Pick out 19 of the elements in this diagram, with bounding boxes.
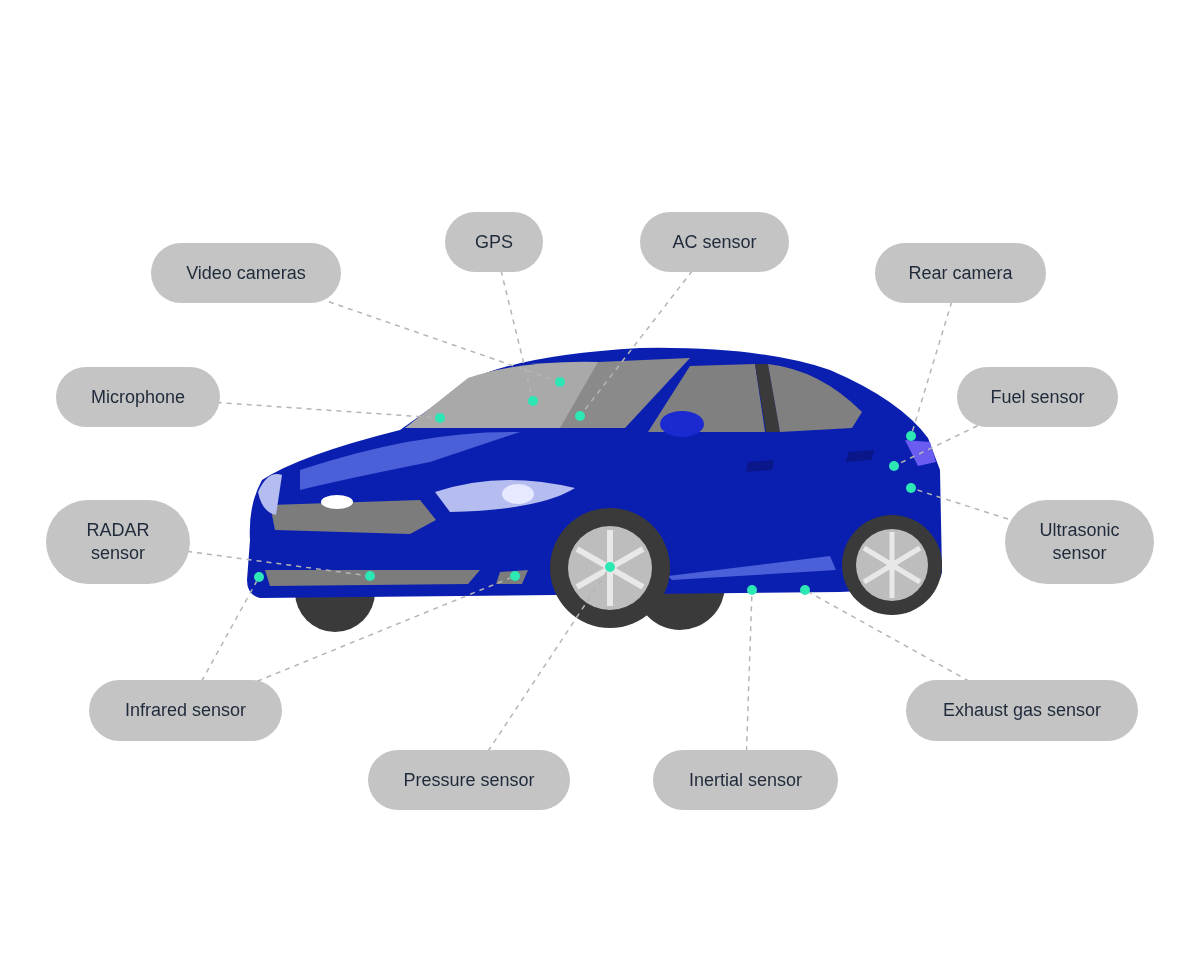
leader-line <box>808 591 970 682</box>
label-pill: GPS <box>445 212 543 272</box>
label-pill: Exhaust gas sensor <box>906 680 1138 741</box>
leader-line <box>487 570 608 752</box>
label-pill: AC sensor <box>640 212 789 272</box>
leader-line <box>915 488 1009 520</box>
label-pill: Inertial sensor <box>653 750 838 810</box>
label-pill: Pressure sensor <box>368 750 570 810</box>
label-pill: Fuel sensor <box>957 367 1118 427</box>
label-pill: Infrared sensor <box>89 680 282 741</box>
label-pill: Ultrasonic sensor <box>1005 500 1154 584</box>
leader-line <box>745 594 753 752</box>
label-pill: Video cameras <box>151 243 341 303</box>
label-pill: RADAR sensor <box>46 500 190 584</box>
label-pill: Rear camera <box>875 243 1046 303</box>
label-pill: Microphone <box>56 367 220 427</box>
leader-line <box>911 301 953 432</box>
leader-line <box>200 580 258 682</box>
leader-line <box>256 577 512 682</box>
